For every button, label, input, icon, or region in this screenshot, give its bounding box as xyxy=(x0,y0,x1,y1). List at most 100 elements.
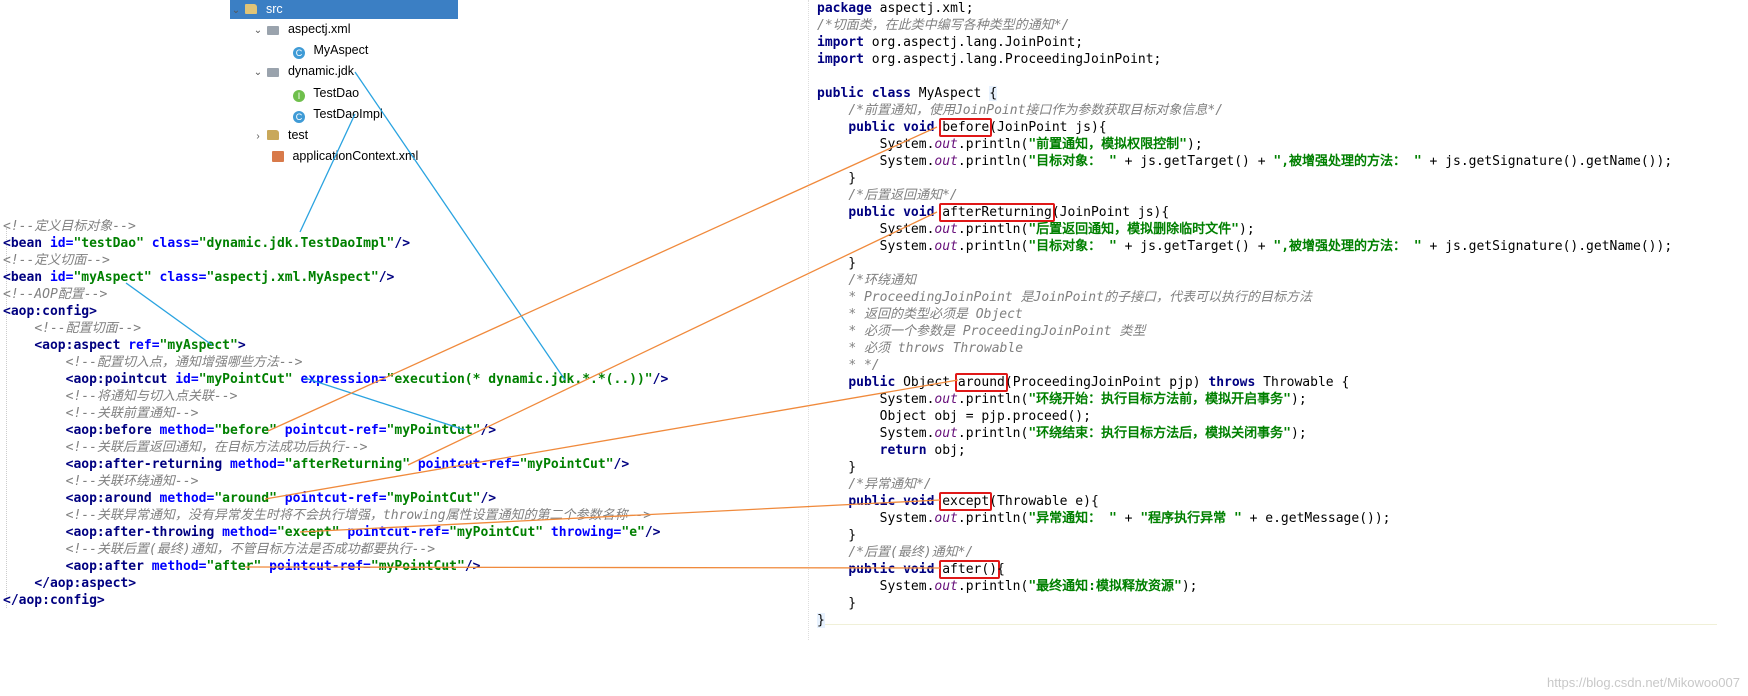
code-token: .println( xyxy=(957,511,1029,526)
code-token: /> xyxy=(378,270,395,285)
current-line-highlight xyxy=(817,624,1717,625)
java-code-line: System.out.println("环绕结束：执行目标方法后，模拟关闭事务"… xyxy=(817,425,1737,442)
code-token: System. xyxy=(817,579,935,594)
code-token: out xyxy=(934,154,958,169)
java-code-line: System.out.println("目标对象： " + js.getTarg… xyxy=(817,153,1737,170)
code-token: public void xyxy=(848,562,943,577)
code-token: "异常通知： " xyxy=(1028,511,1117,526)
code-token: "myPointCut" xyxy=(386,491,481,506)
code-token: { xyxy=(997,562,1005,577)
code-token: .println( xyxy=(957,392,1029,407)
code-token: method= xyxy=(230,457,285,472)
code-token: /> xyxy=(613,457,630,472)
java-code-line: /*切面类，在此类中编写各种类型的通知*/ xyxy=(817,17,1737,34)
code-token: id= xyxy=(175,372,199,387)
code-token: > xyxy=(237,338,246,353)
connector-around xyxy=(264,379,959,500)
package-icon xyxy=(267,68,280,77)
code-token: System. xyxy=(817,154,935,169)
java-code-line: System.out.println("后置返回通知，模拟删除临时文件"); xyxy=(817,221,1737,238)
java-code-line: System.out.println("异常通知： " + "程序执行异常 " … xyxy=(817,510,1737,527)
code-token: "环绕开始：执行目标方法前，模拟开启事务" xyxy=(1028,392,1291,407)
code-token: System. xyxy=(817,239,935,254)
code-token: package xyxy=(817,1,880,16)
xml-code-line: </aop:aspect> xyxy=(3,575,703,592)
code-token: return xyxy=(879,443,935,458)
xml-code-line: <bean id="testDao" class="dynamic.jdk.Te… xyxy=(3,235,703,252)
connector-after-returning xyxy=(407,211,938,466)
code-token: /> xyxy=(644,525,661,540)
code-token: "myPointCut" xyxy=(370,559,465,574)
java-editor[interactable]: package aspectj.xml;/*切面类，在此类中编写各种类型的通知*… xyxy=(817,0,1737,629)
code-token: <aop:config> xyxy=(3,304,97,319)
code-token: pointcut-ref= xyxy=(284,491,387,506)
tree-item-testdaoimpl[interactable]: C TestDaoImpl xyxy=(293,105,383,124)
package-icon xyxy=(267,26,280,35)
code-token: (ProceedingJoinPoint pjp) xyxy=(1004,375,1209,390)
java-code-line: public void except(Throwable e){ xyxy=(817,492,1737,511)
chevron-right-icon[interactable]: › xyxy=(256,131,260,142)
code-token: (JoinPoint js){ xyxy=(1051,205,1170,220)
java-code-line: } xyxy=(817,459,1737,476)
tree-item-testdao[interactable]: I TestDao xyxy=(293,84,359,103)
code-token: <aop:after xyxy=(65,559,152,574)
xml-editor-gutter xyxy=(6,228,8,608)
code-token: .println( xyxy=(957,579,1029,594)
code-token: class= xyxy=(159,270,207,285)
code-token: /> xyxy=(394,236,411,251)
tree-item-dynamic-jdk[interactable]: ⌄ dynamic.jdk xyxy=(252,62,354,81)
code-token: <!--关联异常通知，没有异常发生时将不会执行增强，throwing属性设置通知… xyxy=(65,508,652,523)
code-token: ); xyxy=(1291,392,1307,407)
code-token: out xyxy=(934,579,958,594)
code-token: } xyxy=(817,460,857,475)
java-code-line: System.out.println("目标对象： " + js.getTarg… xyxy=(817,238,1737,255)
java-code-line: System.out.println("环绕开始：执行目标方法前，模拟开启事务"… xyxy=(817,391,1737,408)
xml-editor[interactable]: <!--定义目标对象--><bean id="testDao" class="d… xyxy=(3,218,703,609)
code-token: pointcut-ref= xyxy=(284,423,387,438)
code-token: * 必须一个参数是 ProceedingJoinPoint 类型 xyxy=(848,324,1146,339)
code-token: ); xyxy=(1291,426,1307,441)
folder-icon xyxy=(267,130,280,140)
connector-after xyxy=(244,566,941,569)
code-token: "e" xyxy=(621,525,645,540)
tree-item-src[interactable]: ⌄ src xyxy=(230,0,458,19)
chevron-down-icon[interactable]: ⌄ xyxy=(253,67,263,78)
java-code-line: } xyxy=(817,527,1737,544)
code-token: Object xyxy=(903,375,958,390)
code-token: <!--配置切入点，通知增强哪些方法--> xyxy=(65,355,303,370)
code-token: } xyxy=(817,613,825,628)
java-code-line: /*前置通知，使用JoinPoint接口作为参数获取目标对象信息*/ xyxy=(817,102,1737,119)
code-token: id= xyxy=(49,236,74,251)
java-code-line: * 必须 throws Throwable xyxy=(817,340,1737,357)
xml-code-line: </aop:config> xyxy=(3,592,703,609)
code-token: class= xyxy=(151,236,199,251)
java-code-line: return obj; xyxy=(817,442,1737,459)
code-token: <!--定义切面--> xyxy=(3,253,110,268)
chevron-down-icon[interactable]: ⌄ xyxy=(253,25,263,36)
java-code-line: System.out.println("最终通知:模拟释放资源"); xyxy=(817,578,1737,595)
code-token: <!--定义目标对象--> xyxy=(3,219,136,234)
code-token: /*后置(最终)通知*/ xyxy=(848,545,974,560)
java-code-line: /*后置(最终)通知*/ xyxy=(817,544,1737,561)
xml-code-line: <!--配置切入点，通知增强哪些方法--> xyxy=(3,354,703,371)
xml-code-line: <!--关联前置通知--> xyxy=(3,405,703,422)
tree-item-aspectj-xml[interactable]: ⌄ aspectj.xml xyxy=(252,20,351,39)
code-token: aspectj.xml; xyxy=(879,1,974,16)
code-token: "myAspect" xyxy=(73,270,160,285)
java-code-line: package aspectj.xml; xyxy=(817,0,1737,17)
code-token: <aop:pointcut xyxy=(65,372,176,387)
tree-item-myaspect[interactable]: C MyAspect xyxy=(293,41,368,60)
project-tree: ⌄ src ⌄ aspectj.xml C MyAspect ⌄ dynamic… xyxy=(0,0,460,170)
code-token: public class xyxy=(817,86,919,101)
code-token: <!--关联后置(最终)通知，不管目标方法是否成功都要执行--> xyxy=(65,542,436,557)
java-code-line: } xyxy=(817,595,1737,612)
tree-item-test[interactable]: › test xyxy=(252,126,308,145)
tree-item-applicationcontext-xml[interactable]: applicationContext.xml xyxy=(272,147,418,166)
chevron-down-icon[interactable]: ⌄ xyxy=(231,5,241,16)
code-token: System. xyxy=(817,426,935,441)
java-code-line: } xyxy=(817,612,1737,629)
code-token: + js.getSignature().getName()); xyxy=(1421,154,1673,169)
java-code-line: public void afterReturning(JoinPoint js)… xyxy=(817,203,1737,222)
xml-code-line: <!--将通知与切入点关联--> xyxy=(3,388,703,405)
code-token: out xyxy=(934,239,958,254)
